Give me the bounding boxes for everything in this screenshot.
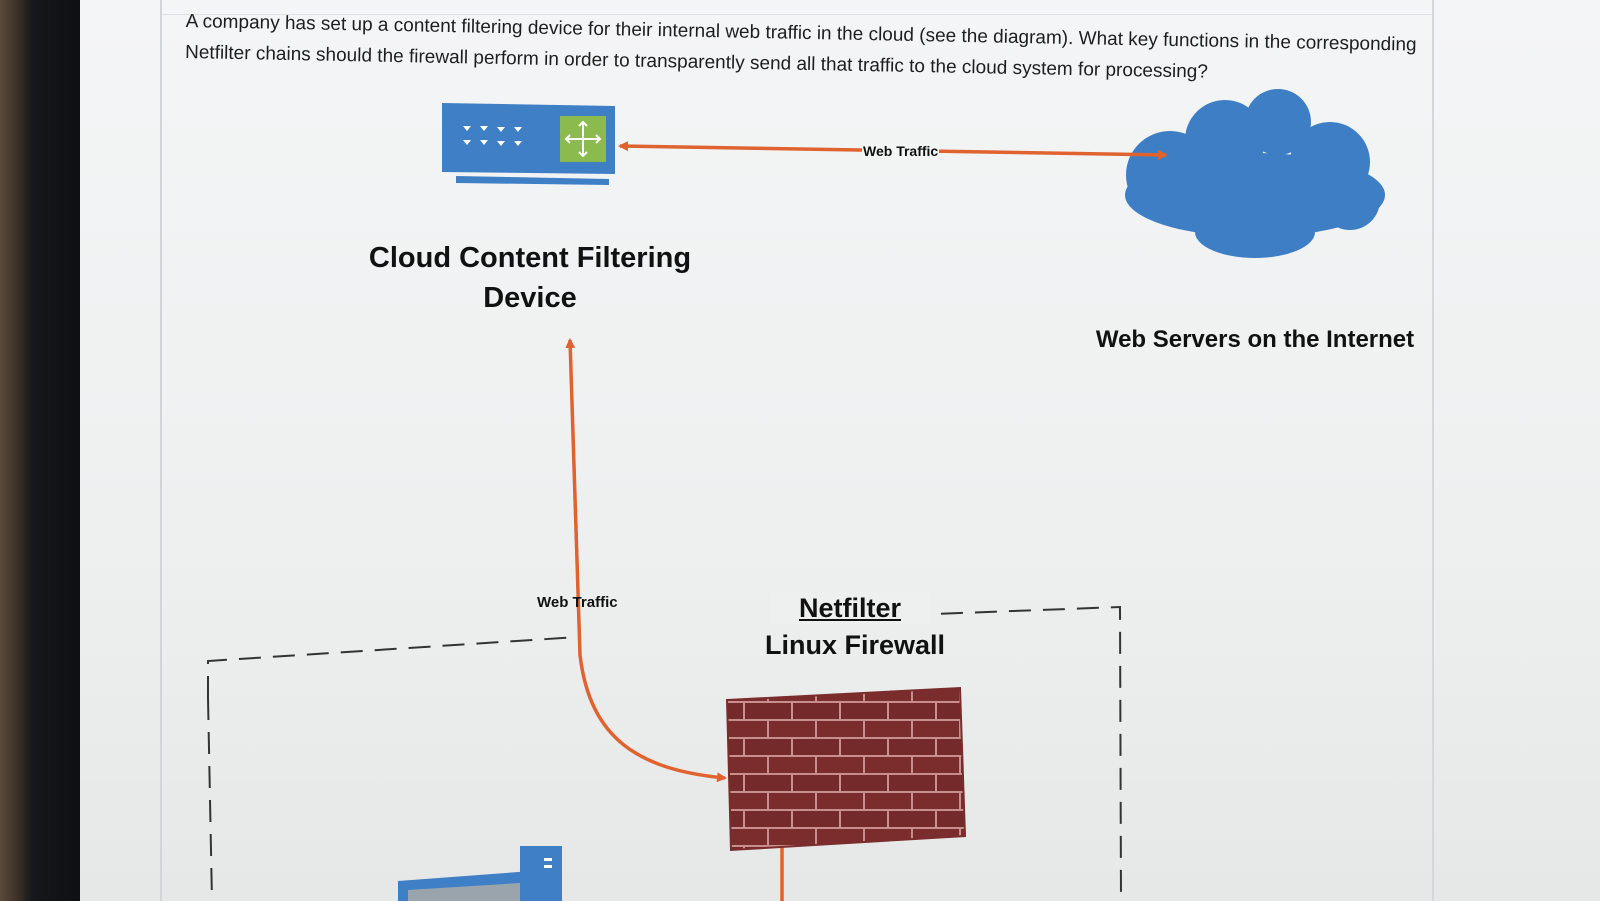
computer-icon xyxy=(398,846,562,901)
brick-wall-icon xyxy=(725,686,967,852)
cloud-icon xyxy=(1125,89,1385,258)
netfilter-title: Netfilter xyxy=(770,593,930,624)
edge-label-firewall-device: Web Traffic xyxy=(537,594,618,611)
network-switch-icon xyxy=(442,103,615,185)
monitor-bezel xyxy=(0,0,82,901)
internal-network-boundary xyxy=(207,605,1122,901)
firewall-label: Linux Firewall xyxy=(764,630,946,660)
page-margin-line-right xyxy=(1432,0,1434,901)
filtering-device-label: Cloud Content Filtering Device xyxy=(368,242,692,314)
page-margin-line-top xyxy=(162,14,1432,15)
edge-label-device-internet: Web Traffic xyxy=(862,143,940,159)
page-margin-line-left xyxy=(160,0,162,901)
web-traffic-arrow-vertical xyxy=(565,338,727,783)
internet-label: Web Servers on the Internet xyxy=(1095,326,1415,353)
